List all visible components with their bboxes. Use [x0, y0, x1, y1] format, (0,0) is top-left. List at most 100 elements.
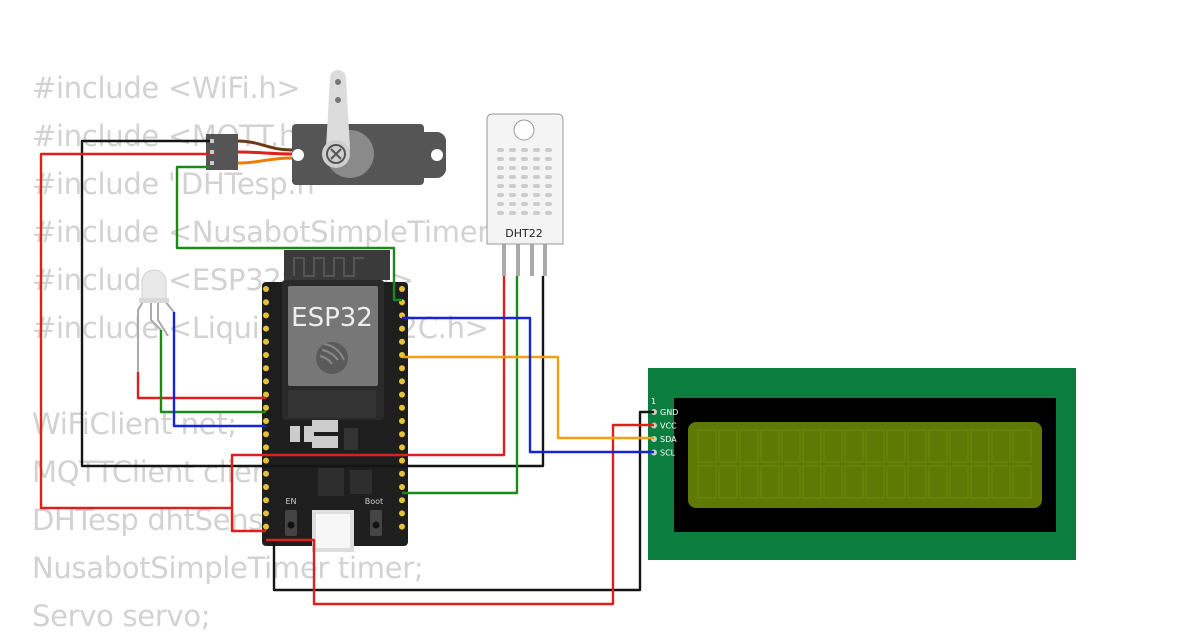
esp32-pin-left[interactable]: [263, 325, 269, 332]
dht-grille-slot: [545, 148, 552, 152]
esp32-pin-right[interactable]: [399, 378, 405, 385]
esp32-pin-left[interactable]: [263, 431, 269, 438]
lcd-char-cell: [844, 429, 864, 463]
esp32-pin-right[interactable]: [399, 484, 405, 490]
lcd-char-cell: [886, 465, 906, 499]
dht-grille-slot: [521, 157, 528, 161]
esp32-devkit[interactable]: ESP32 EN Boot: [262, 250, 408, 552]
lcd-pin-label: SDA: [660, 435, 677, 444]
dht22-sensor[interactable]: DHT22: [486, 113, 564, 276]
wire-led-red: [136, 372, 266, 400]
esp32-pin-right[interactable]: [399, 325, 405, 332]
wire-led-green: [159, 330, 266, 414]
code-line: #include <WiFi.h>: [32, 71, 301, 105]
esp32-pin-left[interactable]: [263, 378, 269, 385]
wires: [39, 139, 654, 606]
esp32-pin-right[interactable]: [399, 523, 405, 530]
esp32-pin-left[interactable]: [263, 404, 269, 411]
dht-grille-slot: [545, 166, 552, 170]
esp32-pin-left[interactable]: [263, 391, 269, 398]
esp32-pin-left[interactable]: [263, 352, 269, 358]
esp32-pin-right[interactable]: [399, 497, 405, 504]
esp32-pin-left[interactable]: [263, 484, 269, 490]
lcd-char-cell: [1012, 429, 1032, 463]
esp32-pin-right[interactable]: [399, 404, 405, 411]
esp32-pin-left[interactable]: [263, 299, 269, 306]
lcd-char-cell: [823, 465, 843, 499]
dht-grille-slot: [509, 184, 516, 188]
dht-grille-slot: [533, 148, 540, 152]
lcd-char-cell: [760, 465, 780, 499]
dht-grille-slot: [533, 193, 540, 197]
dht-grille-slot: [497, 148, 504, 152]
esp32-pin-left[interactable]: [263, 457, 269, 464]
lcd-char-cell: [991, 465, 1011, 499]
esp32-label: ESP32: [291, 303, 373, 333]
esp32-pin-left[interactable]: [263, 470, 269, 477]
dht-grille-slot: [509, 202, 516, 206]
dht-grille-slot: [509, 193, 516, 197]
dht-grille-slot: [497, 184, 504, 188]
lcd-char-cell: [865, 429, 885, 463]
wire-led-blue: [172, 312, 266, 428]
lcd-char-cell: [907, 429, 927, 463]
esp32-pin-left[interactable]: [263, 444, 269, 451]
lcd-char-cell: [970, 429, 990, 463]
esp32-pin-right[interactable]: [399, 391, 405, 398]
dht-grille-slot: [545, 184, 552, 188]
esp32-pin-right[interactable]: [399, 365, 405, 372]
lcd-char-cell: [949, 465, 969, 499]
wire-lcd-vcc: [266, 423, 654, 606]
esp32-pin-right[interactable]: [399, 457, 405, 464]
esp32-pin-left[interactable]: [263, 365, 269, 372]
dht-grille-slot: [497, 193, 504, 197]
esp32-pin-right[interactable]: [399, 470, 405, 477]
wire-servo-signal: [175, 165, 402, 302]
esp32-pin-left[interactable]: [263, 338, 269, 345]
lcd-char-cell: [1012, 465, 1032, 499]
lcd-char-cell: [760, 429, 780, 463]
esp32-pin-left[interactable]: [263, 523, 269, 530]
dht-grille-slot: [497, 157, 504, 161]
dht-grille-slot: [509, 211, 516, 215]
dht-grille-slot: [545, 175, 552, 179]
esp32-pin-right[interactable]: [399, 338, 405, 345]
dht-grille-slot: [521, 193, 528, 197]
dht-grille-slot: [533, 184, 540, 188]
esp32-pin-left[interactable]: [263, 286, 269, 292]
servo-motor[interactable]: [292, 70, 446, 185]
esp32-pin-right[interactable]: [399, 431, 405, 438]
esp32-pin-right[interactable]: [399, 286, 405, 292]
dht-grille-slot: [521, 184, 528, 188]
esp32-pin-right[interactable]: [399, 444, 405, 451]
lcd-char-cell: [928, 429, 948, 463]
lcd-char-cell: [781, 465, 801, 499]
lcd-char-cell: [907, 465, 927, 499]
esp32-pin-left[interactable]: [263, 497, 269, 504]
lcd-char-cell: [865, 465, 885, 499]
lcd-char-cell: [844, 465, 864, 499]
dht-grille-slot: [545, 193, 552, 197]
dht-grille-slot: [521, 175, 528, 179]
lcd-char-cell: [802, 465, 822, 499]
esp32-pin-left[interactable]: [263, 418, 269, 424]
rgb-led[interactable]: [137, 269, 175, 372]
dht-grille-slot: [533, 166, 540, 170]
esp32-pin-right[interactable]: [399, 418, 405, 424]
lcd-pin-label: GND: [660, 408, 678, 417]
esp32-pin-left[interactable]: [263, 510, 269, 517]
lcd-char-cell: [949, 429, 969, 463]
wire-servo-vcc: [39, 152, 266, 533]
wire-servo-gnd: [80, 139, 545, 468]
dht-grille-slot: [509, 148, 516, 152]
boot-button-label: Boot: [365, 497, 383, 506]
wire-lcd-scl: [402, 316, 654, 454]
dht-grille-slot: [521, 166, 528, 170]
code-line: NusabotSimpleTimer timer;: [32, 551, 424, 585]
esp32-pin-right[interactable]: [399, 510, 405, 517]
esp32-pin-left[interactable]: [263, 312, 269, 319]
dht-grille-slot: [509, 157, 516, 161]
wire-lcd-gnd: [272, 410, 654, 592]
